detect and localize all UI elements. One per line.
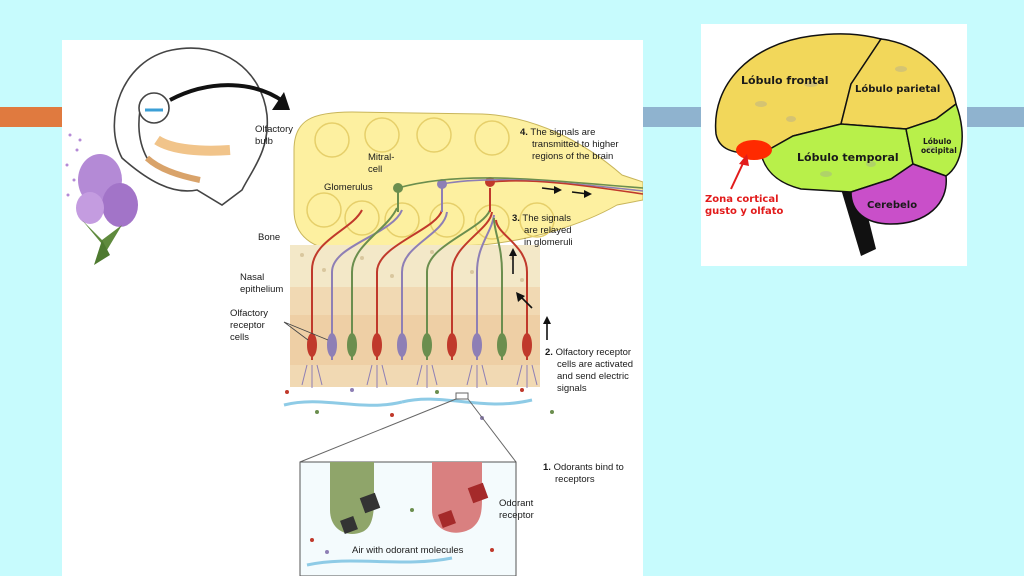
step-1-number: 1.	[543, 462, 551, 473]
step-1-line-2: receptors	[555, 474, 595, 485]
brainstem	[841, 189, 876, 256]
receptor-axons	[311, 207, 528, 360]
svg-text:2. Olfactory receptor: 2. Olfactory receptor	[545, 347, 631, 358]
zoom-lines	[299, 392, 517, 463]
label-nasal-epithelium-2: epithelium	[240, 284, 283, 295]
receptor-red	[467, 482, 489, 504]
receptor-green	[359, 492, 381, 514]
svg-text:3. The signals: 3. The signals	[512, 213, 571, 224]
step-4-line-2: transmitted to higher	[532, 139, 619, 150]
step-2-number: 2.	[545, 347, 553, 358]
svg-text:1. Odorants bind to: 1. Odorants bind to	[543, 462, 624, 473]
odorant-dots	[65, 133, 82, 197]
step-4-line-1: The signals are	[530, 127, 595, 138]
label-receptor-cells-2: receptor	[230, 320, 265, 331]
label-cortical-zone-1: Zona cortical	[705, 194, 779, 205]
label-mitral-cell-1: Mitral-	[368, 152, 394, 163]
label-frontal-lobe: Lóbulo frontal	[741, 74, 828, 87]
step-3: 3. The signals are relayed in glomeruli	[512, 213, 573, 248]
label-air-odorant: Air with odorant molecules	[352, 545, 464, 556]
label-odorant-receptor-1: Odorant	[499, 498, 534, 509]
label-receptor-cells-3: cells	[230, 332, 249, 343]
step-2: 2. Olfactory receptor cells are activate…	[545, 347, 633, 394]
bone-texture	[300, 250, 524, 282]
cortical-zone-arrow-head	[739, 154, 749, 166]
label-odorant-receptor-2: receptor	[499, 510, 534, 521]
label-bone: Bone	[258, 232, 280, 243]
step-3-number: 3.	[512, 213, 520, 224]
step-2-line-1: Olfactory receptor	[556, 347, 632, 358]
label-occipital-lobe-1: Lóbulo	[923, 137, 951, 146]
label-olfactory-bulb-1: Olfactory	[255, 124, 293, 135]
label-glomerulus: Glomerulus	[324, 182, 373, 193]
step-2-line-4: signals	[557, 383, 587, 394]
head-illustration	[113, 47, 269, 206]
zoom-arrow-head	[272, 92, 290, 110]
signal-arrows	[509, 186, 592, 340]
step-1-line-1: Odorants bind to	[554, 462, 624, 473]
bulb-circles	[306, 117, 555, 240]
zoom-arrow	[169, 83, 286, 104]
label-parietal-lobe: Lóbulo parietal	[855, 83, 940, 95]
step-4: 4. The signals are transmitted to higher…	[520, 127, 619, 162]
brain-lobes-diagram: Lóbulo frontal Lóbulo parietal Lóbulo te…	[705, 33, 963, 256]
olfactory-receptor-cells	[307, 333, 532, 357]
lilac-flower-illustration	[76, 154, 138, 265]
step-4-line-3: regions of the brain	[532, 151, 613, 162]
decorative-bar-left	[0, 107, 62, 127]
label-temporal-lobe: Lóbulo temporal	[797, 151, 899, 164]
cilia	[301, 364, 538, 388]
label-receptor-cells-1: Olfactory	[230, 308, 268, 319]
label-mitral-cell-2: cell	[368, 164, 382, 175]
step-3-line-3: in glomeruli	[524, 237, 573, 248]
lobe-texture	[755, 66, 936, 177]
olfactory-diagram-panel: Olfactory bulb Mitral- cell Glomerulus B…	[62, 40, 643, 576]
label-nasal-epithelium-1: Nasal	[240, 272, 264, 283]
projection-fibers	[397, 177, 643, 195]
step-2-line-2: cells are activated	[557, 359, 633, 370]
step-3-line-1: The signals	[522, 213, 571, 224]
label-cerebellum: Cerebelo	[867, 200, 917, 211]
airflow	[283, 397, 533, 407]
step-2-line-3: and send electric	[557, 371, 629, 382]
label-cortical-zone-2: gusto y olfato	[705, 206, 784, 217]
step-4-number: 4.	[520, 127, 528, 138]
receptor-leader-lines	[283, 321, 329, 341]
step-3-line-2: are relayed	[524, 225, 572, 236]
decorative-bar-right	[967, 107, 1024, 127]
svg-text:4. The signals are: 4. The signals are	[520, 127, 595, 138]
magnifier-circle	[138, 92, 170, 124]
label-olfactory-bulb-2: bulb	[255, 136, 273, 147]
step-1: 1. Odorants bind to receptors	[543, 462, 624, 485]
brain-lobes-panel: Lóbulo frontal Lóbulo parietal Lóbulo te…	[701, 24, 967, 266]
odorant-binding-inset	[299, 461, 517, 576]
cortical-taste-smell-zone	[736, 140, 772, 160]
temporal-lobe	[760, 123, 914, 193]
cerebellum	[850, 163, 947, 225]
olfactory-diagram: Olfactory bulb Mitral- cell Glomerulus B…	[65, 47, 643, 576]
label-occipital-lobe-2: occipital	[921, 146, 957, 155]
decorative-bar-middle	[643, 107, 701, 127]
